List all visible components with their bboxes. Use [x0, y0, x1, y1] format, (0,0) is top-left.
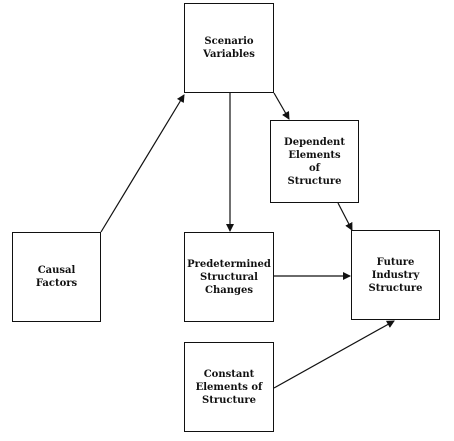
node-dependent-elements-of-structure: Dependent Elements of Structure	[270, 120, 359, 203]
node-causal-factors: Causal Factors	[12, 232, 101, 322]
node-constant-elements-of-structure: Constant Elements of Structure	[184, 342, 274, 432]
node-predetermined-structural-changes: Predetermined Structural Changes	[184, 232, 274, 322]
edge-causal-to-scenario	[100, 94, 185, 233]
node-scenario-variables: Scenario Variables	[184, 3, 274, 93]
edge-constant-to-future	[273, 320, 395, 389]
node-future-industry-structure: Future Industry Structure	[351, 230, 440, 320]
edge-scenario-to-dependent	[273, 92, 290, 120]
edge-dependent-to-future	[337, 202, 353, 231]
